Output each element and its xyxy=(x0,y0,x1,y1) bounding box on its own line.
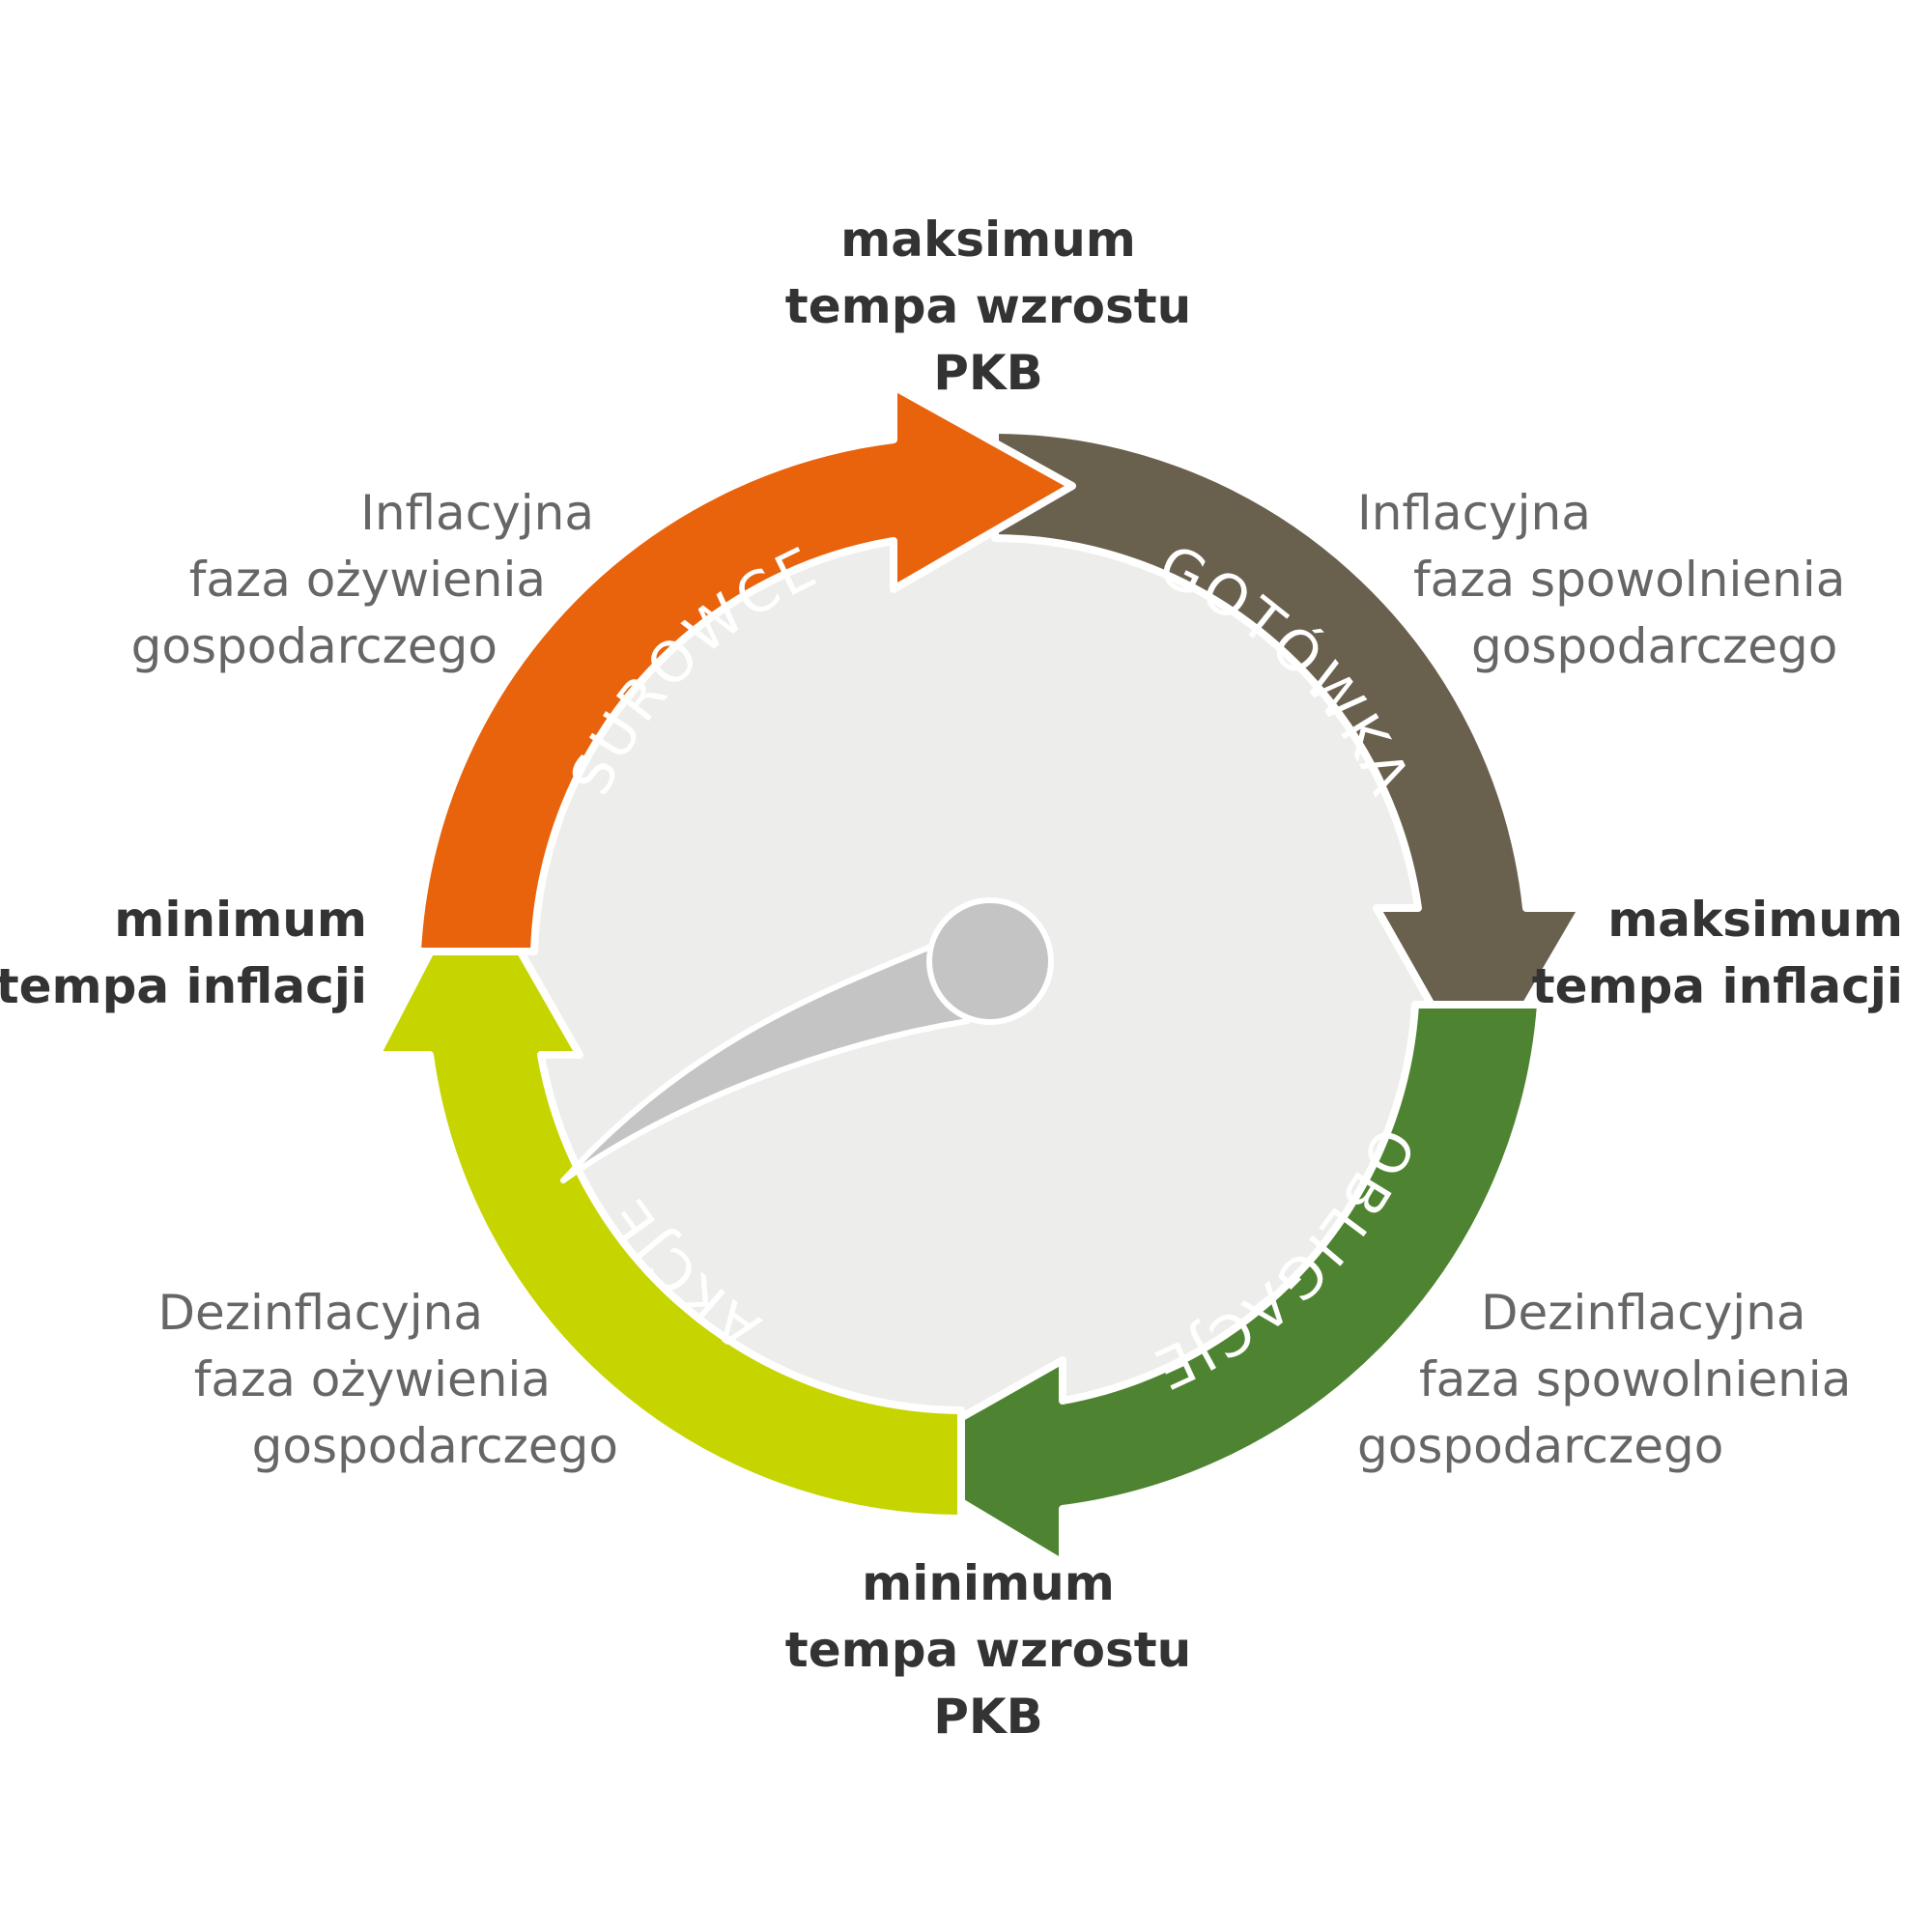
label-min-gdp-growth-line2: tempa wzrostu xyxy=(784,1622,1192,1678)
label-min-gdp-growth: minimum tempa wzrostu PKB xyxy=(785,1550,1191,1750)
phase-disinflationary-recovery-line2: faza ożywienia xyxy=(193,1351,551,1407)
phase-disinflationary-recovery: Dezinflacyjna faza ożywienia gospodarcze… xyxy=(157,1280,618,1480)
phase-disinflationary-slowdown-line3: gospodarczego xyxy=(1357,1418,1724,1474)
needle-blade xyxy=(560,937,971,1183)
needle-pointer xyxy=(560,897,1054,1183)
label-max-inflation: maksimum tempa inflacji xyxy=(1532,887,1903,1020)
phase-inflationary-recovery-line3: gospodarczego xyxy=(130,618,497,674)
phase-inflationary-recovery-line1: Inflacyjna xyxy=(360,485,594,541)
phase-disinflationary-slowdown-line1: Dezinflacyjna xyxy=(1481,1285,1806,1341)
phase-inflationary-slowdown-line1: Inflacyjna xyxy=(1357,485,1591,541)
obligacje-arrow xyxy=(885,1001,1545,1567)
label-min-gdp-growth-line3: PKB xyxy=(933,1689,1043,1745)
gotowka-arrow xyxy=(991,426,1586,1091)
label-max-inflation-line1: maksimum xyxy=(1607,892,1903,948)
label-min-inflation-line2: tempa inflacji xyxy=(0,958,367,1014)
phase-inflationary-recovery-line2: faza ożywienia xyxy=(188,552,546,608)
label-max-gdp-growth: maksimum tempa wzrostu PKB xyxy=(785,207,1191,407)
phase-inflationary-slowdown-line2: faza spowolnienia xyxy=(1413,552,1846,608)
phase-disinflationary-slowdown-line2: faza spowolnienia xyxy=(1419,1351,1852,1407)
phase-inflationary-recovery: Inflacyjna faza ożywienia gospodarczego xyxy=(131,480,594,680)
needle-hub xyxy=(926,897,1054,1025)
phase-disinflationary-recovery-line3: gospodarczego xyxy=(251,1418,618,1474)
phase-disinflationary-slowdown: Dezinflacyjna faza spowolnienia gospodar… xyxy=(1357,1280,1851,1480)
label-max-gdp-growth-line1: maksimum xyxy=(840,212,1136,268)
label-max-gdp-growth-line3: PKB xyxy=(933,345,1043,401)
label-max-inflation-line2: tempa inflacji xyxy=(1531,958,1903,1014)
label-min-inflation-line1: minimum xyxy=(114,892,367,948)
phase-inflationary-slowdown: Inflacyjna faza spowolnienia gospodarcze… xyxy=(1357,480,1845,680)
phase-disinflationary-recovery-line1: Dezinflacyjna xyxy=(157,1285,483,1341)
surowce-arrow xyxy=(413,383,1076,955)
label-max-gdp-growth-line2: tempa wzrostu xyxy=(784,278,1192,334)
label-min-gdp-growth-line1: minimum xyxy=(862,1555,1115,1611)
akcje-arrow xyxy=(373,866,965,1522)
phase-inflationary-slowdown-line3: gospodarczego xyxy=(1471,618,1838,674)
label-min-inflation: minimum tempa inflacji xyxy=(0,887,367,1020)
